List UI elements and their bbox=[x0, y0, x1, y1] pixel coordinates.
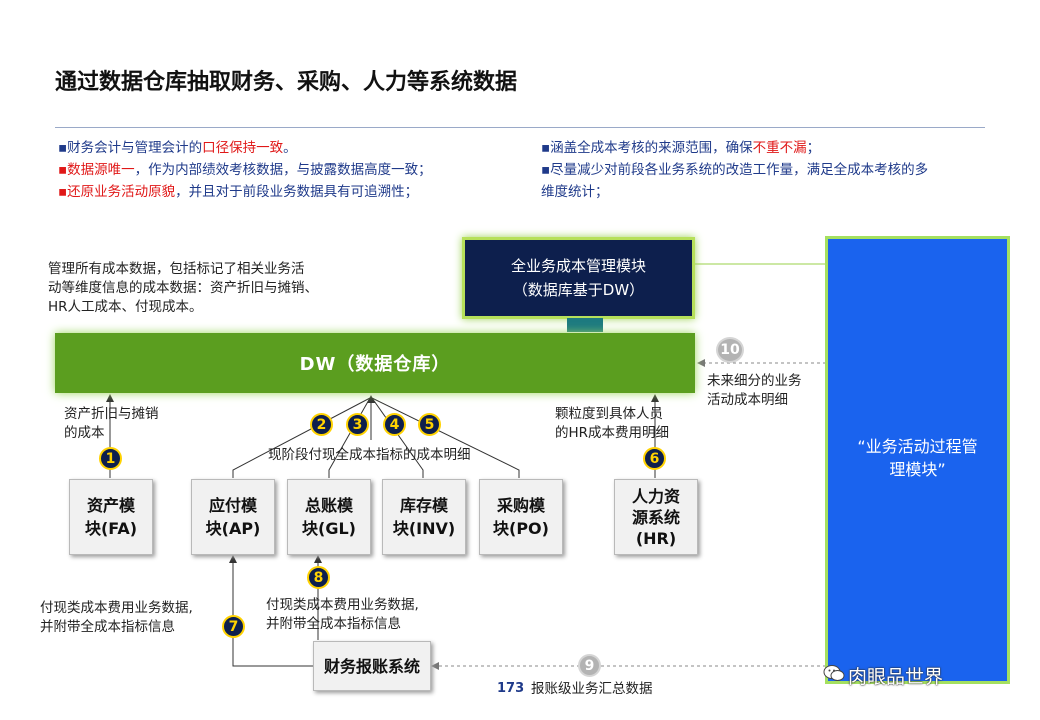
bullets-left: ▪财务会计与管理会计的口径保持一致。 ▪数据源唯一，作为内部绩效考核数据，与披露… bbox=[58, 137, 432, 203]
step-8-badge: 8 bbox=[307, 566, 330, 589]
dw-description-line: 动等维度信息的成本数据：资产折旧与摊销、 bbox=[48, 280, 318, 296]
business-activity-module-box: “业务活动过程管 理模块” bbox=[825, 236, 1010, 684]
bullet-text: ▪涵盖全成本考核的来源范围，确保 bbox=[541, 140, 753, 156]
page-title: 通过数据仓库抽取财务、采购、人力等系统数据 bbox=[55, 70, 518, 95]
full-cost-module-title: 全业务成本管理模块 bbox=[510, 257, 646, 275]
wechat-icon bbox=[823, 665, 845, 681]
hr-module: 人力资 源系统 (HR) bbox=[614, 479, 698, 555]
ap-line bbox=[232, 397, 371, 478]
ap-module: 应付模 块(AP) bbox=[191, 479, 275, 555]
module-label: 资产模 bbox=[86, 496, 135, 515]
bullet-text: ，作为内部绩效考核数据，与披露数据高度一致； bbox=[134, 162, 432, 178]
dw-description: 管理所有成本数据，包括标记了相关业务活 动等维度信息的成本数据：资产折旧与摊销、… bbox=[48, 260, 318, 317]
step-3-badge: 3 bbox=[346, 413, 369, 436]
bullet-highlight: ▪还原业务活动原貌 bbox=[58, 184, 176, 200]
po-module: 采购模 块(PO) bbox=[479, 479, 563, 555]
label-line: 付现类成本费用业务数据, bbox=[40, 600, 193, 616]
module-label: 库存模 bbox=[399, 496, 448, 515]
step-1-badge: 1 bbox=[99, 447, 122, 470]
full-cost-module-subtitle: （数据库基于DW） bbox=[512, 281, 645, 299]
bullet-highlight: 不重不漏 bbox=[752, 140, 807, 156]
future-label: 未来细分的业务 活动成本明细 bbox=[707, 372, 802, 410]
module-label: 采购模 bbox=[496, 496, 545, 515]
module-label: 财务报账系统 bbox=[323, 656, 420, 676]
bullet-text: ▪尽量减少对前段各业务系统的改造工作量，满足全成本考核的多 bbox=[541, 162, 929, 178]
label-line: 付现类成本费用业务数据, bbox=[266, 597, 419, 613]
module-connector bbox=[567, 318, 603, 332]
label-line: 的成本 bbox=[64, 425, 105, 441]
module-label: 块(PO) bbox=[493, 519, 549, 538]
dw-description-line: HR人工成本、付现成本。 bbox=[48, 299, 203, 315]
bullet-text: ▪财务会计与管理会计的 bbox=[58, 140, 203, 156]
gl-line bbox=[328, 397, 371, 478]
bullets-right: ▪涵盖全成本考核的来源范围，确保不重不漏； ▪尽量减少对前段各业务系统的改造工作… bbox=[541, 137, 928, 203]
bullet-right-1: ▪涵盖全成本考核的来源范围，确保不重不漏； bbox=[541, 137, 928, 159]
module-label: 块(FA) bbox=[84, 519, 138, 538]
label-line: 颗粒度到具体人员 bbox=[555, 406, 663, 422]
page-number: 173 bbox=[497, 681, 525, 696]
current-stage-label: 现阶段付现全成本指标的成本明细 bbox=[268, 447, 471, 463]
bullet-right-2: ▪尽量减少对前段各业务系统的改造工作量，满足全成本考核的多 bbox=[541, 159, 928, 181]
fa-cost-label: 资产折旧与摊销 的成本 bbox=[64, 405, 159, 443]
label-line: 资产折旧与摊销 bbox=[64, 406, 159, 422]
gl-module: 总账模 块(GL) bbox=[287, 479, 371, 555]
pay8-label: 付现类成本费用业务数据, 并附带全成本指标信息 bbox=[266, 596, 419, 634]
summary9-label: 报账级业务汇总数据 bbox=[531, 681, 653, 697]
module-label: 人力资 bbox=[631, 486, 680, 506]
expense-to-ap-arrow bbox=[229, 555, 313, 667]
module-label: 块(INV) bbox=[392, 519, 456, 538]
step-4-badge: 4 bbox=[383, 413, 406, 436]
pay7-label: 付现类成本费用业务数据, 并附带全成本指标信息 bbox=[40, 599, 193, 637]
label-line: 的HR成本费用明细 bbox=[555, 425, 670, 441]
business-activity-line2: 理模块” bbox=[889, 460, 946, 479]
expense-system-module: 财务报账系统 bbox=[313, 641, 431, 691]
label-line: 未来细分的业务 bbox=[707, 373, 802, 389]
module-label: (HR) bbox=[635, 528, 677, 548]
bullet-left-1: ▪财务会计与管理会计的口径保持一致。 bbox=[58, 137, 432, 159]
step-7-badge: 7 bbox=[222, 615, 245, 638]
module-label: 块(GL) bbox=[302, 519, 356, 538]
title-divider bbox=[55, 127, 985, 128]
bullet-left-2: ▪数据源唯一，作为内部绩效考核数据，与披露数据高度一致； bbox=[58, 159, 432, 181]
module-label: 应付模 bbox=[208, 496, 257, 515]
business-activity-line1: “业务活动过程管 bbox=[857, 437, 978, 456]
inv-module: 库存模 块(INV) bbox=[382, 479, 466, 555]
dw-label: DW（数据仓库） bbox=[299, 354, 451, 375]
fa-module: 资产模 块(FA) bbox=[69, 479, 153, 555]
bullet-text: ； bbox=[806, 140, 821, 156]
step-9-badge: 9 bbox=[578, 654, 601, 677]
step-6-badge: 6 bbox=[643, 447, 666, 470]
label-line: 活动成本明细 bbox=[707, 392, 788, 408]
label-line: 并附带全成本指标信息 bbox=[40, 619, 175, 635]
module-label: 源系统 bbox=[631, 507, 680, 527]
step-2-badge: 2 bbox=[310, 413, 333, 436]
module-label: 总账模 bbox=[304, 496, 353, 515]
dw-bar: DW（数据仓库） bbox=[55, 333, 695, 393]
full-cost-module-box: 全业务成本管理模块 （数据库基于DW） bbox=[462, 237, 695, 319]
dw-description-line: 管理所有成本数据，包括标记了相关业务活 bbox=[48, 261, 305, 277]
module-label: 块(AP) bbox=[205, 519, 261, 538]
hr-cost-label: 颗粒度到具体人员 的HR成本费用明细 bbox=[555, 405, 669, 443]
bullet-highlight: ▪数据源唯一 bbox=[58, 162, 135, 178]
bullet-right-3: 维度统计； bbox=[541, 181, 928, 203]
step-5-badge: 5 bbox=[418, 413, 441, 436]
bullet-text: 维度统计； bbox=[541, 184, 609, 200]
bullet-text: 。 bbox=[283, 140, 297, 156]
bullet-left-3: ▪还原业务活动原貌，并且对于前段业务数据具有可追溯性； bbox=[58, 181, 432, 203]
bullet-highlight: 口径保持一致 bbox=[202, 140, 284, 156]
watermark-text: 肉眼品世界 bbox=[848, 666, 944, 688]
business-activity-module-label: “业务活动过程管 理模块” bbox=[828, 435, 1007, 481]
step-10-badge: 10 bbox=[716, 337, 744, 363]
label-line: 并附带全成本指标信息 bbox=[266, 616, 401, 632]
po-line bbox=[371, 397, 520, 478]
bullet-text: ，并且对于前段业务数据具有可追溯性； bbox=[175, 184, 419, 200]
